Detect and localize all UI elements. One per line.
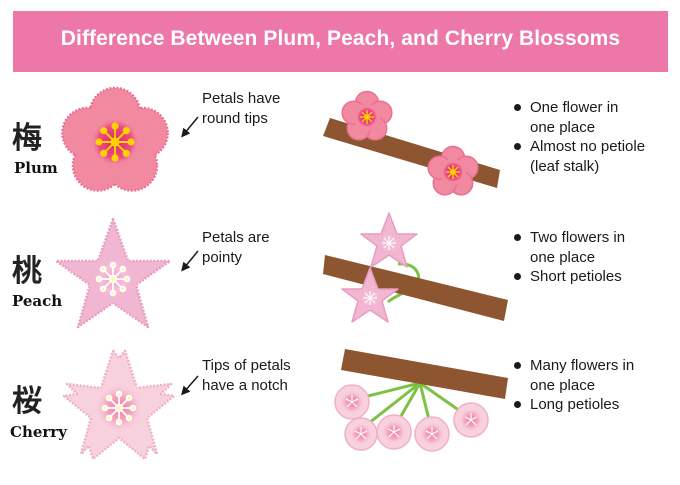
plum-kanji: 梅 — [12, 121, 42, 156]
page-title: Difference Between Plum, Peach, and Cher… — [60, 27, 621, 50]
cherry-bullet-1-line-2: one place — [530, 376, 596, 394]
peach-note-line-2: pointy — [202, 248, 243, 266]
cherry-bullets: Many flowers in one place Long petioles — [512, 356, 634, 415]
plum-flower-large — [61, 86, 169, 192]
plum-bullet-2-line-1: Almost no petiole — [530, 138, 646, 155]
plum-note-line-2: round tips — [202, 109, 268, 127]
cherry-bullet-1: Many flowers in one place — [512, 356, 634, 395]
cherry-flower-large — [62, 349, 176, 461]
peach-name: Peach — [12, 292, 63, 310]
plum-bullet-1-line-2: one place — [530, 118, 596, 136]
peach-branch-group — [323, 212, 508, 323]
peach-flower-large — [54, 217, 172, 329]
title-banner: Difference Between Plum, Peach, and Cher… — [13, 11, 668, 72]
plum-note: Petals have round tips — [202, 89, 280, 128]
plum-bullets: One flower in one place Almost no petiol… — [512, 98, 645, 176]
peach-bullet-1-line-1: Two flowers in — [530, 229, 626, 246]
plum-bullet-1-line-1: One flower in — [530, 99, 619, 116]
cherry-arrow — [181, 375, 199, 396]
peach-note: Petals are pointy — [202, 228, 270, 267]
cherry-bullet-1-line-1: Many flowers in — [530, 357, 635, 374]
cherry-branch — [341, 349, 508, 399]
cherry-kanji: 桜 — [12, 384, 42, 419]
peach-bullet-1: Two flowers in one place — [512, 228, 625, 267]
peach-bullet-2-line-1: Short petioles — [530, 268, 622, 285]
plum-note-line-1: Petals have — [202, 90, 281, 107]
plum-branch-group — [323, 90, 500, 196]
cherry-bullet-2-line-1: Long petioles — [530, 396, 620, 413]
cherry-note-line-2: have a notch — [202, 376, 288, 394]
peach-bullets: Two flowers in one place Short petioles — [512, 228, 625, 287]
plum-arrow — [181, 116, 199, 138]
cherry-note: Tips of petals have a notch — [202, 356, 291, 395]
plum-bullet-1: One flower in one place — [512, 98, 645, 137]
peach-branch — [323, 255, 508, 321]
peach-kanji: 桃 — [12, 254, 42, 289]
cherry-branch-group — [334, 349, 508, 452]
peach-note-line-1: Petals are — [202, 229, 270, 246]
peach-bullet-1-line-2: one place — [530, 248, 596, 266]
plum-name: Plum — [14, 159, 58, 177]
peach-arrow — [181, 250, 199, 272]
cherry-bullet-2: Long petioles — [512, 395, 634, 415]
plum-bullet-2-line-2: (leaf stalk) — [530, 157, 600, 175]
cherry-note-line-1: Tips of petals — [202, 357, 291, 374]
peach-bullet-2: Short petioles — [512, 267, 625, 287]
plum-bullet-2: Almost no petiole (leaf stalk) — [512, 137, 645, 176]
cherry-name: Cherry — [10, 423, 67, 441]
